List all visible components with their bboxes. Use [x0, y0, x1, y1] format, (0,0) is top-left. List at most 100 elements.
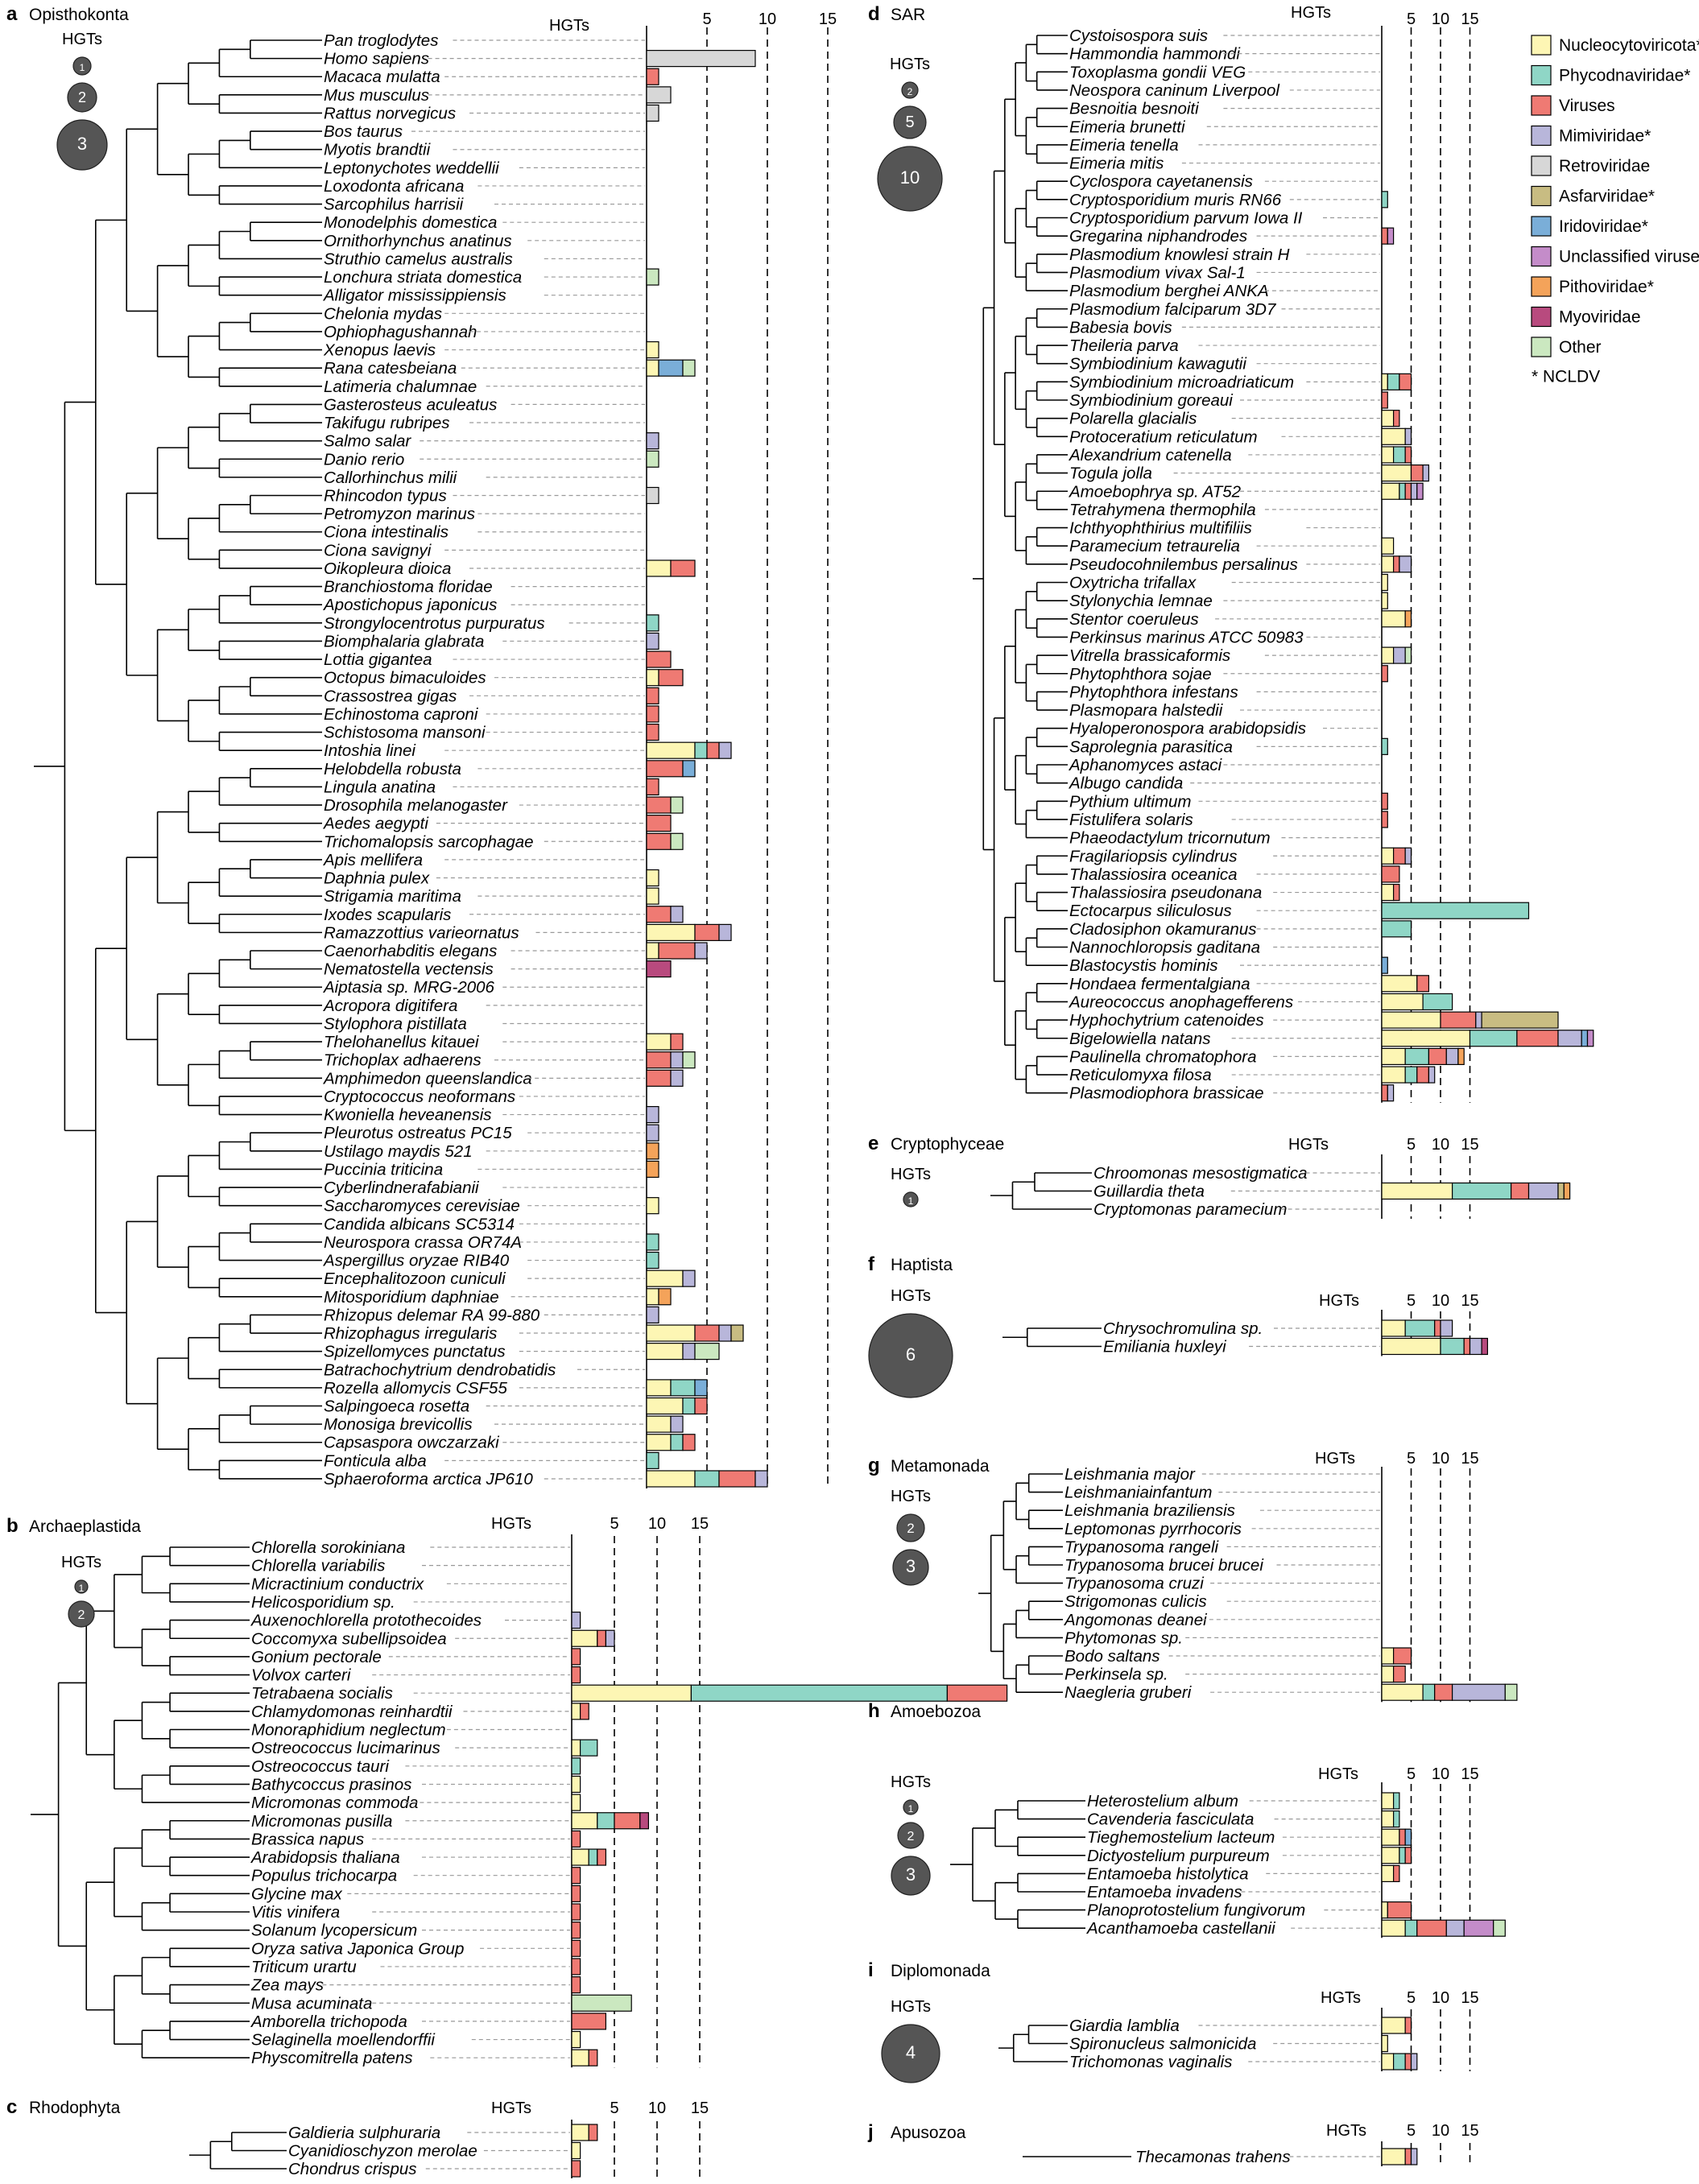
- taxon-row: Cyanidioschyzon merolae: [288, 2142, 581, 2161]
- taxon-name: Pan troglodytes: [324, 31, 438, 50]
- taxon-row: Mitosporidium daphniae: [324, 1288, 672, 1307]
- hgt-bar-segment: [646, 86, 672, 104]
- phylogenetic-tree: [189, 2132, 287, 2170]
- taxon-row: Strigamia maritima: [324, 887, 659, 906]
- hgt-bar-segment: [646, 1451, 659, 1469]
- taxon-row: Physcomitrella patens: [251, 2049, 598, 2067]
- taxon-name: Plasmodium falciparum 3D7: [1069, 300, 1277, 319]
- taxon-name: Oxytricha trifallax: [1069, 574, 1197, 592]
- hgt-bar-segment: [646, 614, 659, 632]
- hgt-bar-segment: [571, 1611, 581, 1629]
- taxon-name: Cryptococcus neoformans: [324, 1088, 515, 1106]
- hgt-tick-label: 5: [1407, 1765, 1416, 1783]
- panel-letter: i: [868, 1959, 874, 1981]
- hgt-bar-segment: [646, 1324, 696, 1342]
- taxon-row: Branchiostoma floridae: [324, 578, 645, 597]
- panel-title: Amoebozoa: [891, 1703, 981, 1721]
- hgt-bar-segment: [1381, 1011, 1441, 1029]
- hgt-bar-segment: [670, 1069, 684, 1087]
- taxon-name: Togula jolla: [1069, 464, 1152, 483]
- panel-title: Archaeplastida: [29, 1517, 141, 1536]
- taxon-row: Toxoplasma gondii VEG: [1069, 63, 1380, 81]
- hgt-bar-segment: [682, 760, 696, 778]
- hgt-bar-segment: [1381, 1683, 1424, 1701]
- hgt-bar-segment: [571, 1903, 581, 1921]
- taxon-row: Ciona savignyi: [324, 541, 645, 559]
- taxon-name: Thalassiosira oceanica: [1069, 865, 1238, 884]
- hgts-axis-label: HGTs: [1291, 4, 1331, 22]
- hgt-bar-segment: [1404, 610, 1412, 628]
- taxon-row: Cryptosporidium muris RN66: [1069, 191, 1388, 209]
- hgt-tick-label: 10: [1432, 1989, 1449, 2007]
- hgt-bar-segment: [646, 1033, 672, 1051]
- hgt-bar-segment: [646, 1288, 659, 1306]
- taxon-name: Crassostrea gigas: [324, 687, 457, 705]
- hgt-bar-segment: [571, 1830, 581, 1848]
- hgt-bar-segment: [1381, 1319, 1406, 1337]
- size-legend-title: HGTs: [891, 1166, 931, 1183]
- hgt-bar-segment: [571, 1848, 589, 1866]
- hgt-bar-segment: [646, 1124, 659, 1142]
- hgts-axis-label: HGTs: [1321, 1989, 1361, 2007]
- hgt-bar-segment: [1404, 427, 1412, 445]
- hgt-bar-segment: [694, 1470, 720, 1488]
- taxon-name: Trypanosoma cruzi: [1064, 1575, 1205, 1593]
- taxon-row: Phytomonas sp.: [1064, 1629, 1380, 1647]
- size-legend-circle: [877, 146, 943, 212]
- hgt-bar-segment: [1381, 373, 1388, 390]
- taxon-name: Amphimedon queenslandica: [322, 1069, 532, 1088]
- hgt-bar-segment: [1404, 1828, 1412, 1846]
- panel-letter: e: [868, 1133, 878, 1154]
- taxon-row: Helobdella robusta: [324, 760, 696, 778]
- taxon-name: Puccinia triticina: [324, 1160, 443, 1179]
- legend-label: Asfarviridae*: [1559, 188, 1655, 206]
- hgt-bar-segment: [1381, 446, 1395, 464]
- taxon-name: Amborella trichopoda: [250, 2013, 407, 2031]
- phylogenetic-tree: [1002, 1327, 1102, 1348]
- hgt-bar-segment: [1381, 1810, 1395, 1828]
- taxon-row: Batrachochytrium dendrobatidis: [324, 1360, 645, 1379]
- taxon-name: Salmo salar: [324, 432, 411, 451]
- hgt-bar-segment: [1381, 1337, 1441, 1356]
- taxon-name: Planoprotostelium fungivorum: [1087, 1901, 1305, 1920]
- taxon-name: Dictyostelium purpureum: [1087, 1847, 1270, 1865]
- hgt-bar-segment: [1416, 975, 1430, 993]
- taxon-row: Sphaeroforma arctica JP610: [324, 1470, 768, 1488]
- hgt-bar-segment: [646, 68, 659, 85]
- taxon-name: Heterostelium album: [1087, 1792, 1238, 1810]
- taxon-row: Selaginella moellendorffii: [251, 2031, 581, 2050]
- taxon-name: Populus trichocarpa: [251, 1867, 397, 1885]
- taxon-name: Cryptomonas paramecium: [1093, 1200, 1287, 1219]
- phylogenetic-tree: [973, 35, 1068, 1094]
- hgt-bar-segment: [571, 2124, 589, 2141]
- taxon-row: Symbiodinium microadriaticum: [1069, 373, 1412, 391]
- hgt-tick-label: 5: [610, 1515, 618, 1533]
- taxon-name: Guillardia theta: [1093, 1183, 1205, 1201]
- taxon-row: Plasmodium berghei ANKA: [1069, 282, 1380, 300]
- color-legend: Nucleocytoviricota*Phycodnaviridae*Virus…: [1531, 35, 1699, 386]
- taxon-row: Bos taurus: [324, 122, 645, 141]
- taxon-name: Stylophora pistillata: [324, 1014, 467, 1033]
- taxon-name: Brassica napus: [251, 1830, 364, 1848]
- taxon-row: Galdieria sulphuraria: [288, 2124, 598, 2142]
- hgt-bar-segment: [571, 1812, 598, 1830]
- taxon-row: Cladosiphon okamuranus: [1069, 920, 1412, 939]
- hgt-bar-segment: [1410, 2148, 1418, 2165]
- hgt-bar-segment: [571, 1684, 692, 1702]
- hgt-bar-segment: [1440, 1319, 1453, 1337]
- hgt-bar-segment: [1404, 847, 1412, 865]
- taxon-name: Lottia gigantea: [324, 650, 432, 669]
- taxon-name: Protoceratium reticulatum: [1069, 427, 1258, 446]
- taxon-name: Xenopus laevis: [323, 341, 436, 360]
- size-legend-value: 1: [908, 1195, 914, 1207]
- taxon-row: Danio rerio: [324, 450, 659, 469]
- hgt-bar-segment: [1404, 1319, 1436, 1337]
- taxon-name: Leishmaniainfantum: [1064, 1484, 1212, 1502]
- hgt-bar-segment: [670, 1033, 684, 1051]
- panel-letter: a: [6, 3, 18, 25]
- taxon-name: Monosiga brevicollis: [324, 1415, 473, 1434]
- taxon-row: Octopus bimaculoides: [324, 669, 684, 687]
- hgt-bar-segment: [1428, 1066, 1436, 1084]
